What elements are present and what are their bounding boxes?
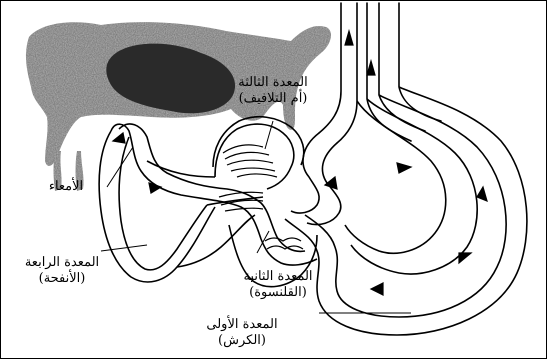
esophagus (319, 3, 441, 143)
label-intestines: الأمعاء (31, 179, 101, 195)
label-fourth-stomach: المعدة الرابعة (الأنفحة) (9, 255, 115, 287)
label-second-stomach: المعدة الثانية (القلنسوة) (223, 269, 333, 301)
label-third-stomach: المعدة الثالثة (أم التلافيف) (223, 75, 323, 107)
stomach-chambers (99, 117, 317, 287)
label-first-stomach: المعدة الأولى (الكرش) (187, 317, 297, 349)
